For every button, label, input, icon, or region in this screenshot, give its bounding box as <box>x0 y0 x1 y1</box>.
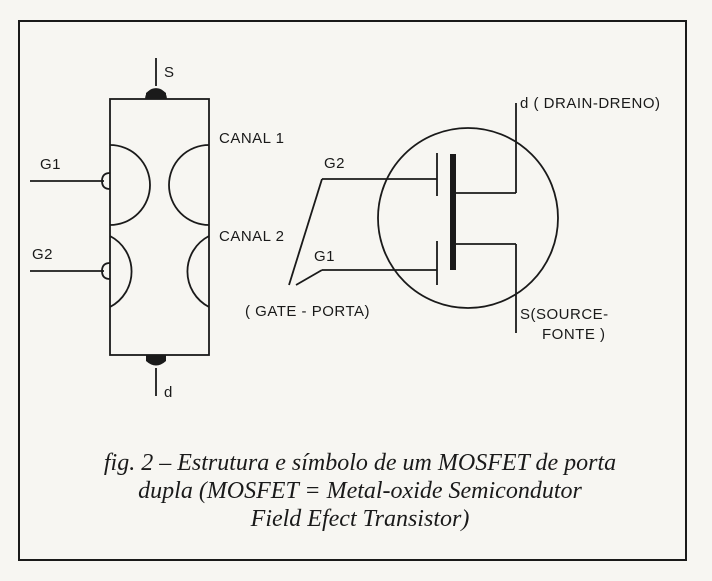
figure-caption: fig. 2 – Estrutura e símbolo de um MOSFE… <box>40 449 680 533</box>
structure-body <box>109 98 210 356</box>
caption-line-3: Field Efect Transistor) <box>250 506 470 532</box>
channel2-left-arc <box>109 235 133 308</box>
label-gate: ( GATE - PORTA) <box>245 303 370 320</box>
figure-frame <box>18 20 687 561</box>
caption-line-2: dupla (MOSFET = Metal-oxide Semicondutor <box>138 478 582 504</box>
label-drain: d ( DRAIN-DRENO) <box>520 95 661 112</box>
channel1-left-arc <box>109 144 151 226</box>
channel1-right-arc <box>168 144 210 226</box>
caption-line-1: fig. 2 – Estrutura e símbolo de um MOSFE… <box>103 450 617 476</box>
channel2-right-arc <box>186 235 210 308</box>
mosfet-structure <box>30 58 210 396</box>
gate1-pointer <box>295 269 323 286</box>
label-d-bottom: d <box>164 384 173 401</box>
g2-contact <box>101 262 111 280</box>
gate2-pointer <box>288 178 323 286</box>
label-source-line1: S(SOURCE- <box>520 306 609 323</box>
g1-contact <box>101 172 111 190</box>
label-g1-left: G1 <box>40 156 61 173</box>
label-g1-right: G1 <box>314 248 335 265</box>
label-g2-right: G2 <box>324 155 345 172</box>
symbol-circle <box>377 127 559 309</box>
drain-contact <box>146 355 166 366</box>
label-source-line2: FONTE ) <box>542 326 606 343</box>
label-g2-left: G2 <box>32 246 53 263</box>
label-canal2: CANAL 2 <box>219 228 284 245</box>
label-s-top: S <box>164 64 175 81</box>
mosfet-symbol <box>288 103 559 333</box>
label-canal1: CANAL 1 <box>219 130 284 147</box>
